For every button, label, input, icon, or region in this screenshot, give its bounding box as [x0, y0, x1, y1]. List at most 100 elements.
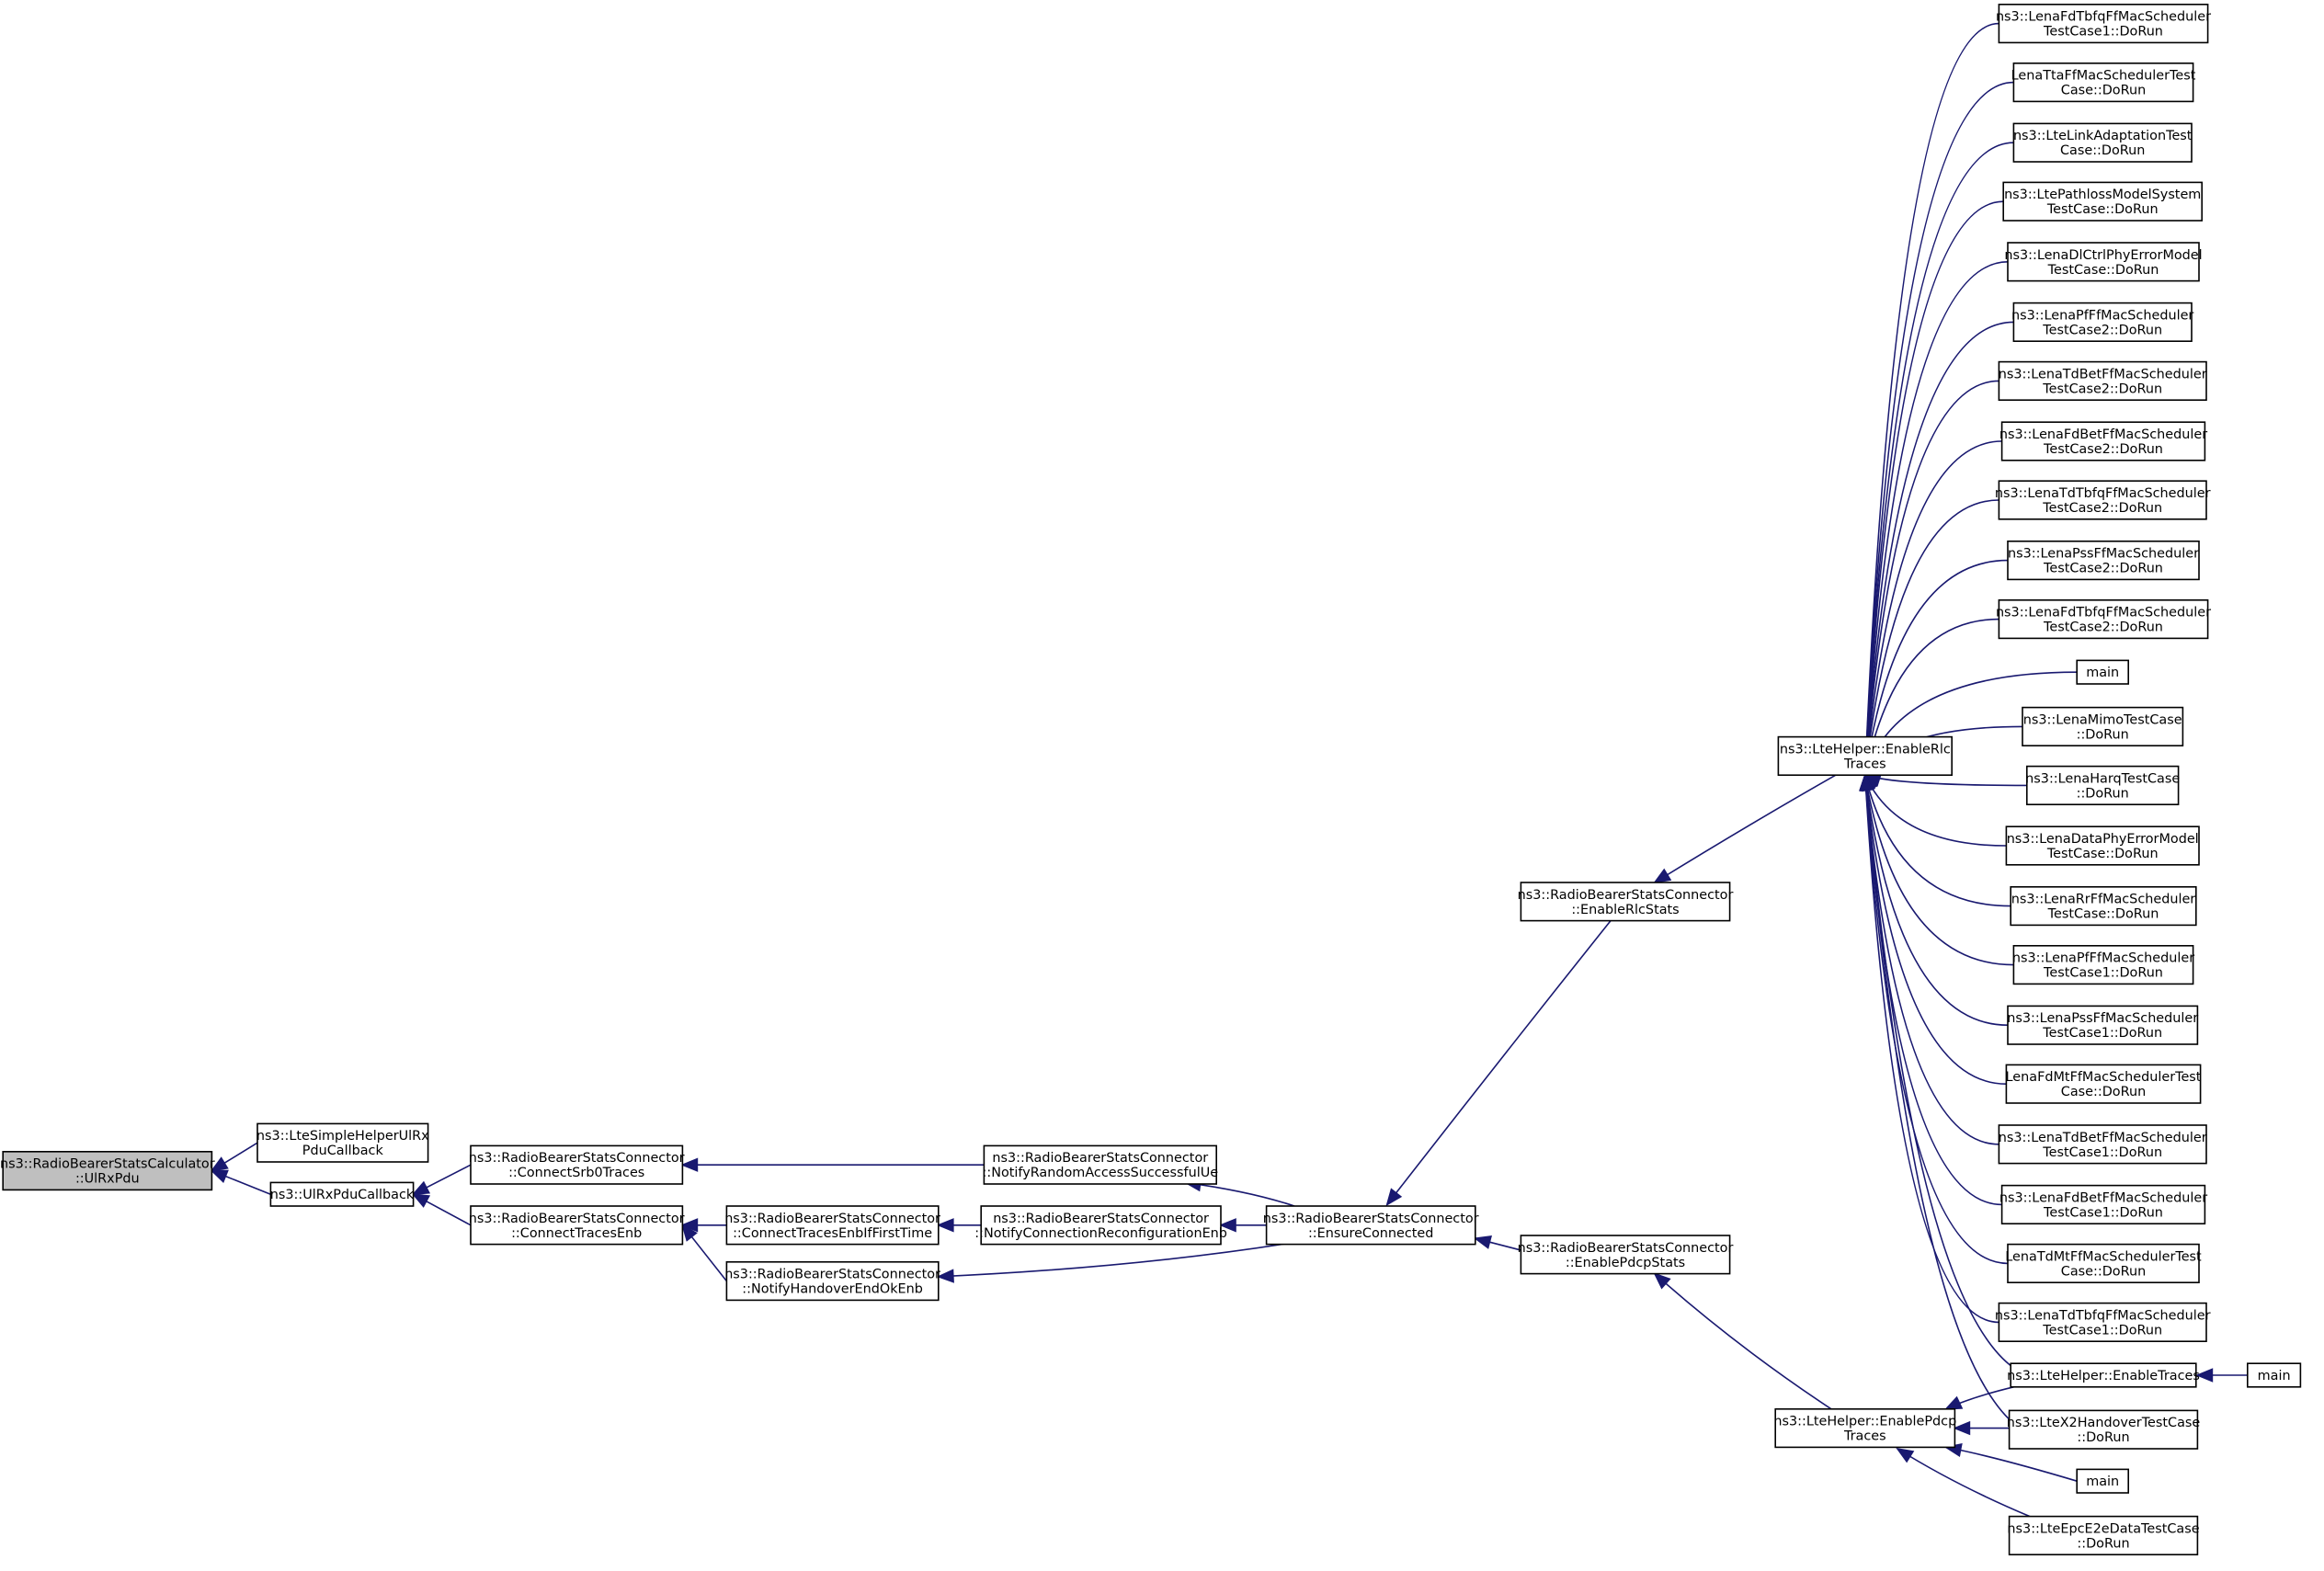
node-label: ns3::LteLinkAdaptationTest	[2013, 129, 2193, 143]
node-box	[2026, 765, 2180, 805]
node-box	[725, 1261, 940, 1302]
edge-r19-to-n12	[1864, 775, 1999, 1145]
node-r12[interactable]: ns3::LenaMimoTestCase::DoRun	[2022, 706, 2184, 746]
node-label: ns3::LenaTdBetFfMacScheduler	[1999, 1131, 2207, 1145]
node-n10[interactable]: ns3::RadioBearerStatsConnector::EnableRl…	[1518, 882, 1734, 922]
edge-r14-to-n12	[1864, 774, 2007, 847]
node-label: TestCase2::DoRun	[2042, 323, 2162, 337]
node-r6[interactable]: ns3::LenaTdBetFfMacSchedulerTestCase2::D…	[1998, 360, 2207, 402]
node-label: ::EnablePdcpStats	[1566, 1256, 1685, 1270]
node-label: TestCase2::DoRun	[2043, 562, 2163, 576]
node-r9[interactable]: ns3::LenaPssFfMacSchedulerTestCase2::DoR…	[2007, 540, 2200, 581]
node-r13[interactable]: ns3::LenaHarqTestCase::DoRun	[2025, 765, 2180, 805]
node-r7[interactable]: ns3::LenaFdBetFfMacSchedulerTestCase2::D…	[1999, 421, 2207, 461]
node-box	[256, 1122, 429, 1163]
node-r25[interactable]: main	[2076, 1468, 2129, 1494]
node-n5[interactable]: ns3::RadioBearerStatsConnector::NotifyRa…	[983, 1144, 1219, 1185]
node-box	[1998, 4, 2209, 44]
node-label: ns3::RadioBearerStatsConnector	[992, 1151, 1208, 1166]
node-n11[interactable]: ns3::RadioBearerStatsConnector::EnablePd…	[1518, 1235, 1734, 1275]
node-label: TestCase1::DoRun	[2042, 1026, 2162, 1041]
edge-n10-to-n9-arrowhead	[1385, 1188, 1403, 1207]
edge-r1-to-n12	[1864, 81, 2014, 776]
node-box	[2022, 706, 2184, 746]
node-box	[983, 1144, 1218, 1185]
node-label: TestCase1::DoRun	[2043, 25, 2163, 40]
edge-r9-to-n12	[1864, 559, 2009, 776]
node-box	[470, 1205, 684, 1246]
node-n7[interactable]: ns3::RadioBearerStatsConnector::NotifyHa…	[724, 1261, 940, 1302]
node-label: ns3::LteX2HandoverTestCase	[2007, 1416, 2201, 1430]
node-label: ns3::LenaPssFfMacScheduler	[2007, 1011, 2198, 1026]
node-box	[1998, 598, 2209, 640]
node-label: ns3::RadioBearerStatsConnector	[993, 1212, 1209, 1226]
node-r24[interactable]: ns3::LteX2HandoverTestCase::DoRun	[2007, 1409, 2201, 1450]
node-label: ::NotifyRandomAccessSuccessfulUe	[983, 1166, 1219, 1180]
node-label: ::ConnectTracesEnb	[511, 1226, 642, 1241]
node-label: ns3::LteHelper::EnablePdcp	[1773, 1415, 1956, 1429]
node-r5[interactable]: ns3::LenaPfFfMacSchedulerTestCase2::DoRu…	[2011, 302, 2193, 343]
edge-n9-to-n7	[938, 1242, 1292, 1278]
node-n4[interactable]: ns3::RadioBearerStatsConnector::ConnectT…	[469, 1205, 685, 1246]
node-label: ns3::RadioBearerStatsConnector	[469, 1151, 685, 1166]
edge-r24-to-n13-arrowhead	[1953, 1420, 1971, 1436]
edge-r6-to-n12	[1864, 380, 1999, 776]
node-r16[interactable]: ns3::LenaPfFfMacSchedulerTestCase1::DoRu…	[2012, 945, 2194, 985]
graph-nodes: ns3::RadioBearerStatsCalculator::UlRxPdu…	[0, 4, 2302, 1555]
node-n6[interactable]: ns3::RadioBearerStatsConnector::ConnectT…	[724, 1205, 940, 1246]
edge-n2-to-n0-arrowhead	[210, 1169, 229, 1183]
node-n3[interactable]: ns3::RadioBearerStatsConnector::ConnectS…	[469, 1144, 685, 1185]
edge-m0-to-r23-arrowhead	[2195, 1368, 2214, 1383]
node-r23[interactable]: ns3::LteHelper::EnableTraces	[2007, 1362, 2200, 1388]
node-label: ns3::RadioBearerStatsConnector	[724, 1212, 940, 1226]
node-r20[interactable]: ns3::LenaFdBetFfMacSchedulerTestCase1::D…	[1999, 1184, 2207, 1224]
node-label: TestCase::DoRun	[2047, 907, 2159, 922]
node-r14[interactable]: ns3::LenaDataPhyErrorModelTestCase::DoRu…	[2005, 825, 2200, 866]
node-r26[interactable]: ns3::LteEpcE2eDataTestCase::DoRun	[2007, 1515, 2200, 1555]
edge-n12-to-n10-arrowhead	[1653, 868, 1672, 884]
edge-r26-to-n13	[1897, 1448, 2031, 1518]
edge-n13-to-n11-arrowhead	[1653, 1272, 1671, 1290]
node-label: ns3::RadioBearerStatsConnector	[1263, 1212, 1479, 1226]
edge-r18-to-n12	[1864, 775, 2007, 1085]
node-r10[interactable]: ns3::LenaFdTbfqFfMacSchedulerTestCase2::…	[1996, 598, 2211, 640]
node-n2[interactable]: ns3::UlRxPduCallback	[269, 1181, 415, 1207]
node-label: main	[2258, 1369, 2291, 1383]
node-box	[2247, 1362, 2302, 1388]
node-m0[interactable]: main	[2247, 1362, 2302, 1388]
node-label: ns3::LenaPfFfMacScheduler	[2012, 951, 2194, 966]
node-label: ns3::LenaHarqTestCase	[2025, 771, 2180, 786]
node-r3[interactable]: ns3::LtePathlossModelSystemTestCase::DoR…	[2002, 181, 2203, 222]
node-box	[2010, 1362, 2197, 1388]
node-label: Case::DoRun	[2061, 1264, 2146, 1279]
node-r0[interactable]: ns3::LenaFdTbfqFfMacSchedulerTestCase1::…	[1996, 4, 2211, 44]
node-box	[1998, 480, 2207, 520]
node-box	[1998, 1124, 2207, 1165]
node-label: LenaTtaFfMacSchedulerTest	[2011, 69, 2196, 84]
node-label: ::DoRun	[2077, 1536, 2129, 1551]
node-n9[interactable]: ns3::RadioBearerStatsConnector::EnsureCo…	[1263, 1205, 1479, 1246]
node-r11[interactable]: main	[2076, 659, 2129, 685]
node-label: TestCase2::DoRun	[2042, 501, 2162, 516]
node-n0[interactable]: ns3::RadioBearerStatsCalculator::UlRxPdu	[0, 1151, 215, 1191]
node-r4[interactable]: ns3::LenaDlCtrlPhyErrorModelTestCase::Do…	[2004, 242, 2203, 282]
node-label: TestCase1::DoRun	[2043, 966, 2163, 981]
node-n8[interactable]: ns3::RadioBearerStatsConnector::NotifyCo…	[974, 1205, 1227, 1246]
edge-r24-to-n12	[1864, 775, 2011, 1420]
node-r8[interactable]: ns3::LenaTdTbfqFfMacSchedulerTestCase2::…	[1995, 480, 2211, 520]
node-r19[interactable]: ns3::LenaTdBetFfMacSchedulerTestCase1::D…	[1998, 1124, 2207, 1165]
node-label: main	[2086, 1474, 2119, 1489]
node-label: ::DoRun	[2077, 786, 2129, 801]
node-r17[interactable]: ns3::LenaPssFfMacSchedulerTestCase1::DoR…	[2007, 1005, 2198, 1045]
node-label: TestCase1::DoRun	[2042, 1145, 2162, 1160]
node-r22[interactable]: ns3::LenaTdTbfqFfMacSchedulerTestCase1::…	[1995, 1302, 2211, 1342]
node-box	[2008, 1515, 2199, 1555]
